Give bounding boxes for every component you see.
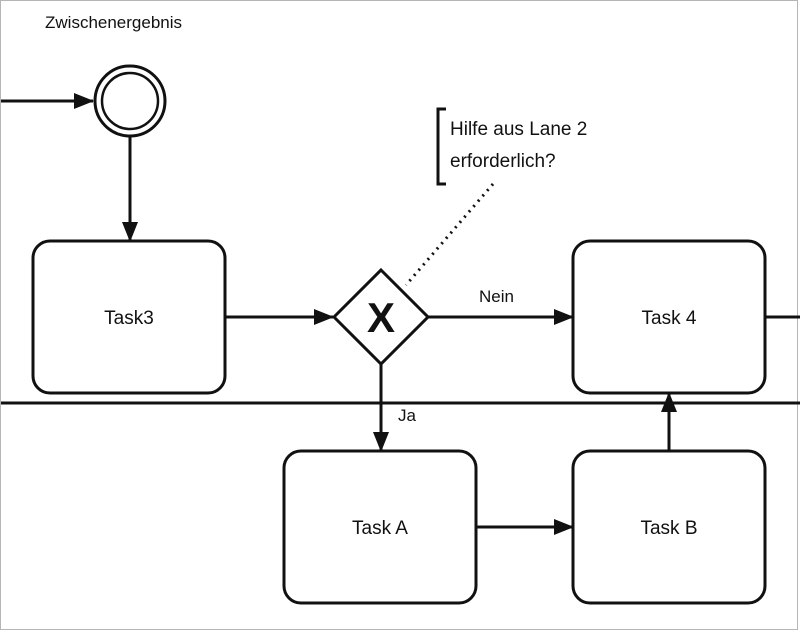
task3-label: Task3 xyxy=(104,308,154,329)
event-label: Zwischenergebnis xyxy=(45,13,182,32)
taskA-label: Task A xyxy=(352,518,408,539)
taskB-box[interactable]: Task B xyxy=(571,449,767,605)
taskB-label: Task B xyxy=(640,518,697,539)
annotation-bracket xyxy=(436,107,446,186)
intermediate-event[interactable] xyxy=(93,64,167,138)
exclusive-gateway[interactable]: X xyxy=(331,267,431,367)
flow-label-yes: Ja xyxy=(398,406,417,425)
task4-box[interactable]: Task 4 xyxy=(571,239,767,395)
taskA-box[interactable]: Task A xyxy=(282,449,478,605)
annotation-line-1: Hilfe aus Lane 2 xyxy=(450,119,587,140)
annotation-line-2: erforderlich? xyxy=(450,151,556,172)
text-annotation: Hilfe aus Lane 2 erforderlich? xyxy=(436,107,587,186)
gateway-x-icon: X xyxy=(367,294,395,341)
task3-box[interactable]: Task3 xyxy=(31,239,227,395)
annotation-association xyxy=(404,183,495,286)
task4-label: Task 4 xyxy=(642,308,697,329)
flow-label-no: Nein xyxy=(479,287,514,306)
